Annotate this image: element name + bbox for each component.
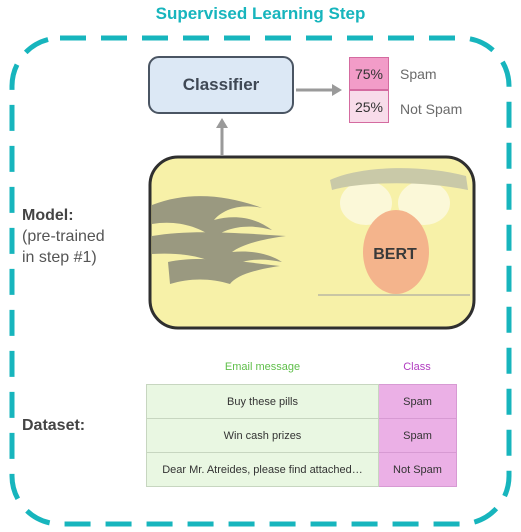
class-cell: Spam: [378, 418, 457, 453]
message-cell: Buy these pills: [146, 384, 379, 419]
spam-label: Spam: [400, 66, 437, 82]
model-subtitle-2: in step #1): [22, 249, 97, 266]
model-subtitle-1: (pre-trained: [22, 228, 105, 245]
bert-model: [148, 155, 476, 330]
bert-eyebrow: [330, 168, 468, 190]
arrow-classifier-to-output: [296, 84, 342, 96]
arrow-bert-to-classifier: [216, 118, 228, 155]
model-heading: Model:: [22, 207, 74, 224]
not-spam-probability: 25%: [349, 90, 389, 123]
table-row: Dear Mr. Atreides, please find attached……: [146, 452, 457, 487]
model-label: Model: (pre-trained in step #1): [22, 205, 105, 268]
bert-left-eye: [340, 181, 392, 225]
dataset-table: Buy these pills Spam Win cash prizes Spa…: [146, 384, 457, 487]
not-spam-label: Not Spam: [400, 101, 463, 117]
bert-name: BERT: [373, 246, 417, 263]
bert-right-eye: [398, 181, 450, 225]
classifier-box: Classifier: [148, 56, 294, 114]
diagram-title: Supervised Learning Step: [155, 4, 366, 23]
table-row: Win cash prizes Spam: [146, 418, 457, 453]
table-row: Buy these pills Spam: [146, 384, 457, 419]
column-header-message: Email message: [224, 361, 301, 373]
message-cell: Win cash prizes: [146, 418, 379, 453]
bert-nose: [363, 210, 429, 294]
dashed-frame: [9, 35, 512, 527]
flame-decoration: [152, 196, 286, 284]
column-header-class: Class: [403, 361, 431, 373]
spam-probability: 75%: [349, 57, 389, 90]
message-cell: Dear Mr. Atreides, please find attached…: [146, 452, 379, 487]
class-cell: Spam: [378, 384, 457, 419]
dataset-heading: Dataset:: [22, 417, 86, 434]
class-cell: Not Spam: [378, 452, 457, 487]
